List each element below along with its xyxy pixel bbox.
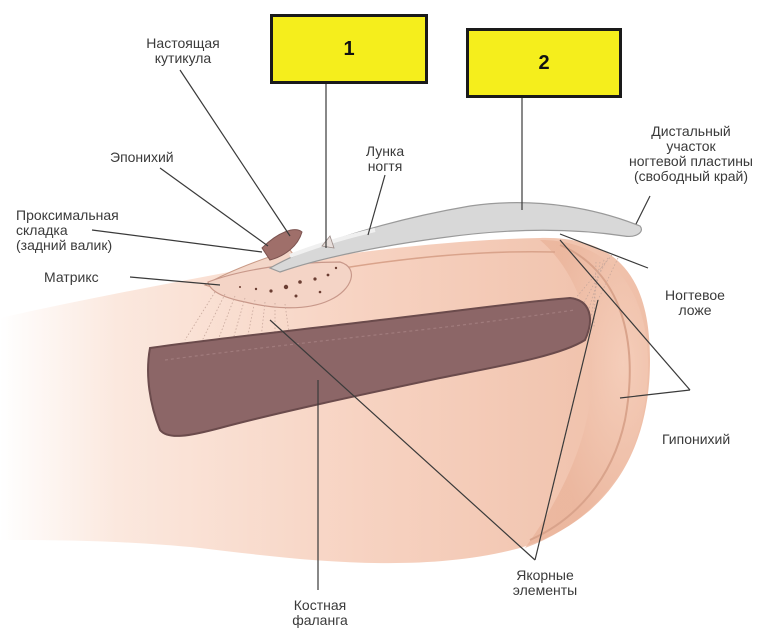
label-nail-bed: Ногтевое ложе: [650, 288, 740, 318]
label-box-2: 2: [466, 28, 622, 98]
label-eponychium: Эпонихий: [110, 150, 174, 165]
label-anchor-elements: Якорные элементы: [500, 568, 590, 598]
label-lunula: Лунка ногтя: [345, 144, 425, 174]
label-hyponychium: Гипонихий: [662, 432, 730, 447]
label-distal-nail-plate: Дистальный участок ногтевой пластины (св…: [606, 124, 776, 184]
label-cuticle: Настоящая кутикула: [118, 36, 248, 66]
label-proximal-fold: Проксимальная складка (задний валик): [16, 208, 119, 253]
label-phalanx: Костная фаланга: [270, 598, 370, 628]
label-matrix: Матрикс: [44, 270, 99, 285]
label-box-1: 1: [270, 14, 428, 84]
